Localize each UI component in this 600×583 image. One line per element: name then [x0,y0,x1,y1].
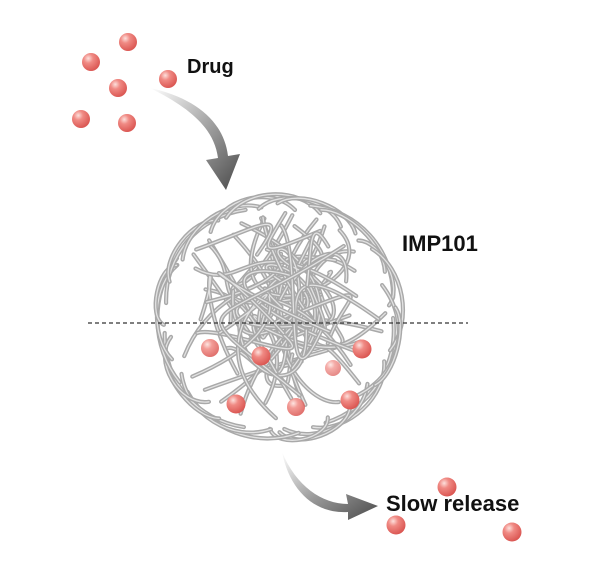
polymer-strand-highlight [194,261,357,297]
drug-label: Drug [187,56,234,78]
arrow-to-release [282,452,378,520]
drug-particle [340,390,360,410]
drug-particle [251,346,271,366]
drug-particle [72,110,90,128]
released-drug-particles [386,477,522,542]
drug-particle [502,522,522,542]
encapsulated-drug-particles [201,339,372,416]
drug-particle [386,515,406,535]
polymer-strand-highlight [218,272,330,335]
polymer-strand-highlight [181,205,263,261]
polymer-strand-highlight [164,336,210,403]
drug-particle [119,33,137,51]
polymer-strand-highlight [195,223,272,256]
polymer-strand-highlight [196,331,293,350]
polymer-strand-highlight [267,212,321,249]
drug-particle [109,79,127,97]
polymer-strand-highlight [180,373,272,434]
polymer-tangle [153,192,405,443]
drug-particle [82,53,100,71]
polymer-strand-highlight [320,209,386,273]
release-label: Slow release [386,491,520,516]
carrier-label: IMP101 [402,231,478,256]
drug-particle [201,339,219,357]
arrow-to-carrier [150,88,240,190]
polymer-strand-highlight [276,197,357,235]
drug-particle [352,339,372,359]
polymer-strand-highlight [269,416,329,441]
drug-particle [437,477,457,497]
drug-particle [325,360,341,376]
drug-particle [118,114,136,132]
drug-particle [226,394,246,414]
polymer-strand-highlight [243,270,365,355]
polymer-strand-highlight [199,274,239,375]
drug-particle [159,70,177,88]
polymer-strand-highlight [306,232,329,287]
drug-particle [287,398,305,416]
free-drug-particles [72,33,177,132]
polymer-strand-highlight [374,306,401,386]
polymer-strand-highlight [277,248,300,305]
polymer-strand-highlight [167,219,219,283]
